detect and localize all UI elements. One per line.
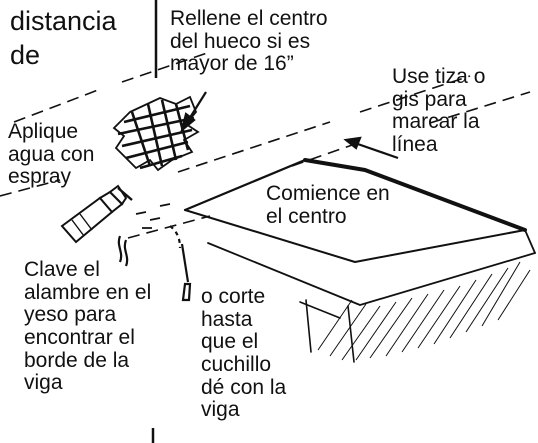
spray-mist <box>135 203 171 229</box>
dashed-guide-lines <box>0 51 531 239</box>
label-tiza-gis: Use tiza o gis para marcar la línea <box>392 65 486 157</box>
label-comience-centro: Comience en el centro <box>266 182 390 228</box>
label-aplique-agua: Aplique agua con espray <box>8 120 95 189</box>
joist-edge-hatching <box>317 261 531 361</box>
probe-tool-icon <box>117 225 192 302</box>
label-rellene-centro: Rellene el centro del hueco si es mayor … <box>170 7 328 76</box>
filled-gap-area <box>112 95 200 172</box>
label-distancia: distancia de <box>10 6 117 70</box>
label-corte-cuchillo: o corte hasta que el cuchillo dé con la … <box>201 285 287 422</box>
ceiling-panel <box>183 158 536 363</box>
spray-bottle-icon <box>60 184 133 244</box>
label-clave-alambre: Clave el alambre en el yeso para encontr… <box>24 258 152 395</box>
callout-arrows <box>180 91 399 160</box>
